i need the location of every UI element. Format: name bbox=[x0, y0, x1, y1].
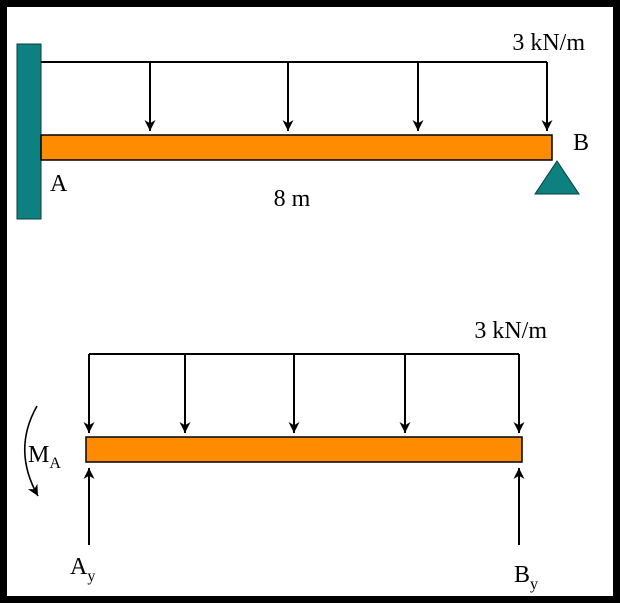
reaction-ay-label: Ay bbox=[70, 554, 95, 585]
point-a-label: A bbox=[50, 171, 68, 197]
load-label-top: 3 kN/m bbox=[512, 30, 585, 56]
load-label-bottom: 3 kN/m bbox=[474, 318, 547, 344]
beam-diagram: 3 kN/m A B 8 m 3 kN/m MA Ay By bbox=[16, 30, 589, 593]
beam-top bbox=[40, 134, 553, 161]
point-b-label: B bbox=[573, 130, 589, 156]
moment-label: MA bbox=[28, 442, 61, 472]
reaction-by-label: By bbox=[514, 562, 538, 593]
span-label: 8 m bbox=[274, 186, 311, 212]
beam-bottom bbox=[85, 436, 523, 463]
pin-support bbox=[534, 160, 580, 195]
moment-arrow bbox=[23, 405, 39, 497]
fixed-wall bbox=[16, 43, 42, 220]
